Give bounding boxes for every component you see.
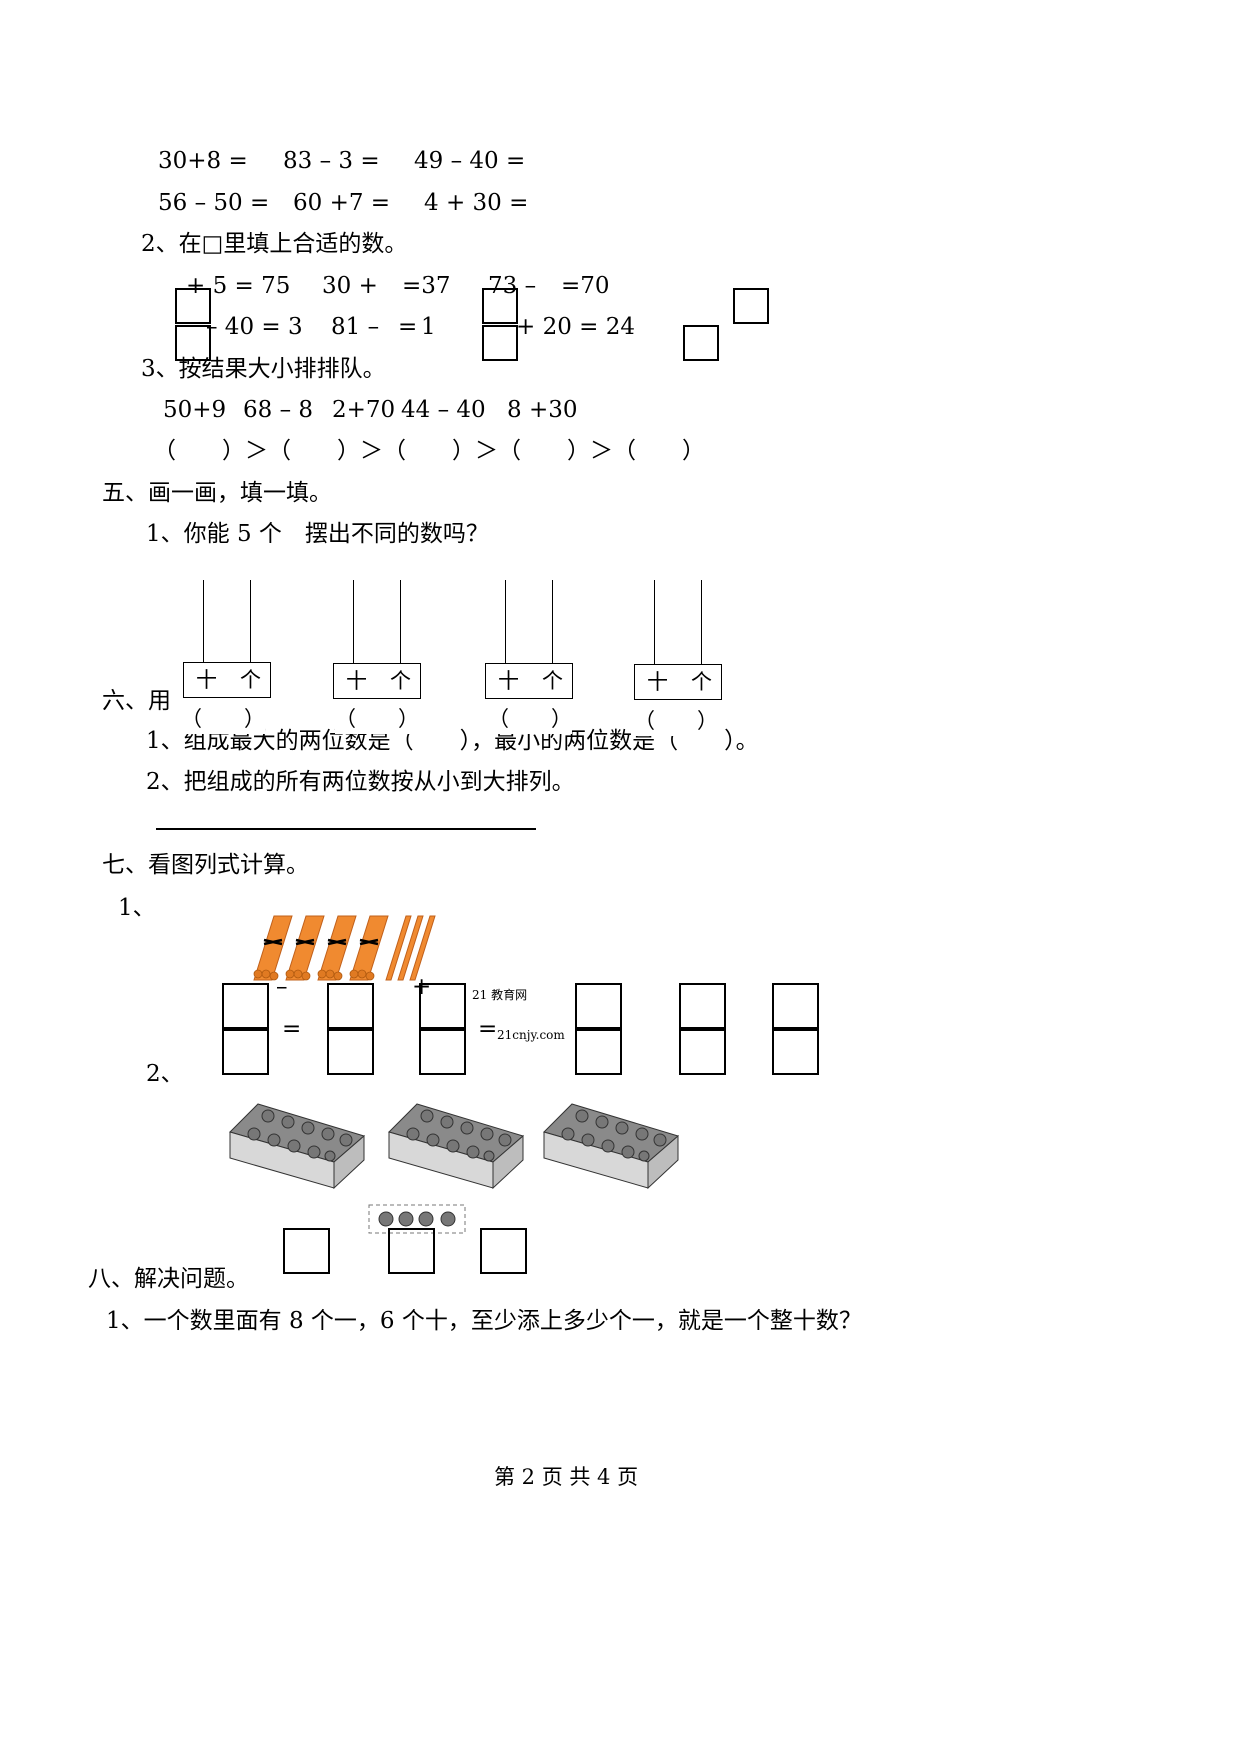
abacus-tens-label: 十 bbox=[346, 669, 367, 693]
q3-expr: 2+70 bbox=[332, 397, 396, 423]
abacus-ones-label: 个 bbox=[390, 669, 411, 693]
answer-box[interactable] bbox=[482, 288, 518, 324]
answer-box[interactable] bbox=[482, 325, 518, 361]
watermark-text: 21cnjy.com bbox=[497, 1028, 565, 1042]
abacus-base: 十 个 bbox=[183, 662, 271, 698]
answer-box[interactable] bbox=[327, 1029, 374, 1075]
q2-title: 2、在□里填上合适的数。 bbox=[141, 231, 408, 257]
abacus-ones-label: 个 bbox=[240, 668, 261, 692]
oral-expr-1-1: 30+8 = bbox=[158, 148, 248, 174]
answer-box[interactable] bbox=[283, 1228, 330, 1274]
abacus-answer-blank: （ ） bbox=[335, 704, 419, 734]
q2-r1-a: + 5 = 75 bbox=[186, 273, 291, 299]
q3-expr: 8 +30 bbox=[507, 397, 578, 423]
q2-r1-d: 73 – bbox=[488, 273, 537, 299]
q2-r2-b: 81 – bbox=[331, 314, 380, 340]
section8-title: 八、解决问题。 bbox=[88, 1266, 249, 1292]
abacus-rod bbox=[353, 580, 354, 664]
oral-expr-1-2: 83 – 3 = bbox=[283, 148, 380, 174]
q2-r1-e: =70 bbox=[561, 273, 610, 299]
section6-q2: 2、把组成的所有两位数按从小到大排列。 bbox=[146, 769, 575, 795]
abacus-answer-blank: （ ） bbox=[634, 706, 718, 736]
abacus-rod bbox=[250, 580, 251, 664]
answer-box[interactable] bbox=[175, 288, 211, 324]
egg-tray-icon bbox=[229, 1103, 366, 1190]
page-number: 第 2 页 共 4 页 bbox=[494, 1465, 639, 1489]
abacus-ones-label: 个 bbox=[542, 669, 563, 693]
answer-box[interactable] bbox=[419, 1029, 466, 1075]
section8-q1: 1、一个数里面有 8 个一，6 个十，至少添上多少个一，就是一个整十数？ bbox=[106, 1308, 862, 1334]
egg-tray-icon bbox=[388, 1103, 525, 1190]
q2-r2-c: = bbox=[398, 314, 418, 340]
sticks-bundle-icon bbox=[253, 915, 436, 981]
q3-expr: 44 – 40 bbox=[401, 397, 486, 423]
minus-sign: – bbox=[276, 974, 288, 1000]
section7-q1-label: 1、 bbox=[118, 895, 156, 921]
abacus-rod bbox=[203, 580, 204, 664]
section5-q1: 1、你能 5 个 摆出不同的数吗？ bbox=[146, 521, 489, 547]
q2-r2-e: + 20 = 24 bbox=[516, 314, 636, 340]
q2-r2-d: 1 bbox=[421, 314, 436, 340]
q2-r1-b: 30 + bbox=[322, 273, 378, 299]
q3-title: 3、按结果大小排排队。 bbox=[141, 356, 386, 382]
answer-box[interactable] bbox=[175, 325, 211, 361]
answer-box[interactable] bbox=[733, 288, 769, 324]
answer-line[interactable] bbox=[156, 828, 536, 830]
answer-box[interactable] bbox=[222, 983, 269, 1029]
answer-box[interactable] bbox=[679, 983, 726, 1029]
abacus-tens-label: 十 bbox=[498, 669, 519, 693]
abacus-rod bbox=[701, 580, 702, 664]
abacus-base: 十 个 bbox=[485, 663, 573, 699]
answer-box[interactable] bbox=[575, 1029, 622, 1075]
abacus-tens-label: 十 bbox=[647, 670, 668, 694]
abacus-answer-blank: （ ） bbox=[488, 704, 572, 734]
q3-order-blanks: （ ）＞（ ）＞（ ）＞（ ）＞（ ） bbox=[153, 438, 705, 464]
abacus-rod bbox=[654, 580, 655, 664]
loose-eggs-icon bbox=[368, 1204, 466, 1234]
plus-sign: + bbox=[412, 974, 432, 1000]
answer-box[interactable] bbox=[679, 1029, 726, 1075]
abacus-rod bbox=[552, 580, 553, 664]
equals-sign: = bbox=[282, 1016, 302, 1042]
answer-box[interactable] bbox=[683, 325, 719, 361]
answer-box[interactable] bbox=[388, 1228, 435, 1274]
answer-box[interactable] bbox=[480, 1228, 527, 1274]
answer-box[interactable] bbox=[772, 1029, 819, 1075]
q3-expr: 50+9 bbox=[163, 397, 227, 423]
section5-title: 五、画一画，填一填。 bbox=[102, 480, 332, 506]
abacus-rod bbox=[400, 580, 401, 664]
answer-box[interactable] bbox=[575, 983, 622, 1029]
answer-box[interactable] bbox=[222, 1029, 269, 1075]
oral-expr-2-2: 60 +7 = bbox=[293, 190, 391, 216]
abacus-base: 十 个 bbox=[634, 664, 722, 700]
abacus-ones-label: 个 bbox=[691, 670, 712, 694]
q2-r1-c: =37 bbox=[402, 273, 451, 299]
egg-tray-icon bbox=[543, 1103, 680, 1190]
section6-title: 六、用 bbox=[102, 688, 171, 714]
abacus-answer-blank: （ ） bbox=[181, 704, 265, 734]
abacus-tens-label: 十 bbox=[196, 668, 217, 692]
equals-sign: = bbox=[478, 1016, 498, 1042]
abacus-base: 十 个 bbox=[333, 663, 421, 699]
oral-expr-1-3: 49 – 40 = bbox=[414, 148, 526, 174]
answer-box[interactable] bbox=[772, 983, 819, 1029]
q2-r2-a: – 40 = 3 bbox=[206, 314, 303, 340]
section7-title: 七、看图列式计算。 bbox=[102, 852, 309, 878]
answer-box[interactable] bbox=[419, 983, 466, 1029]
q3-expr: 68 – 8 bbox=[243, 397, 314, 423]
oral-expr-2-1: 56 – 50 = bbox=[158, 190, 270, 216]
section7-q2-label: 2、 bbox=[146, 1061, 184, 1087]
watermark-text: 21 教育网 bbox=[472, 988, 528, 1002]
answer-box[interactable] bbox=[327, 983, 374, 1029]
oral-expr-2-3: 4 + 30 = bbox=[424, 190, 529, 216]
abacus-rod bbox=[505, 580, 506, 664]
